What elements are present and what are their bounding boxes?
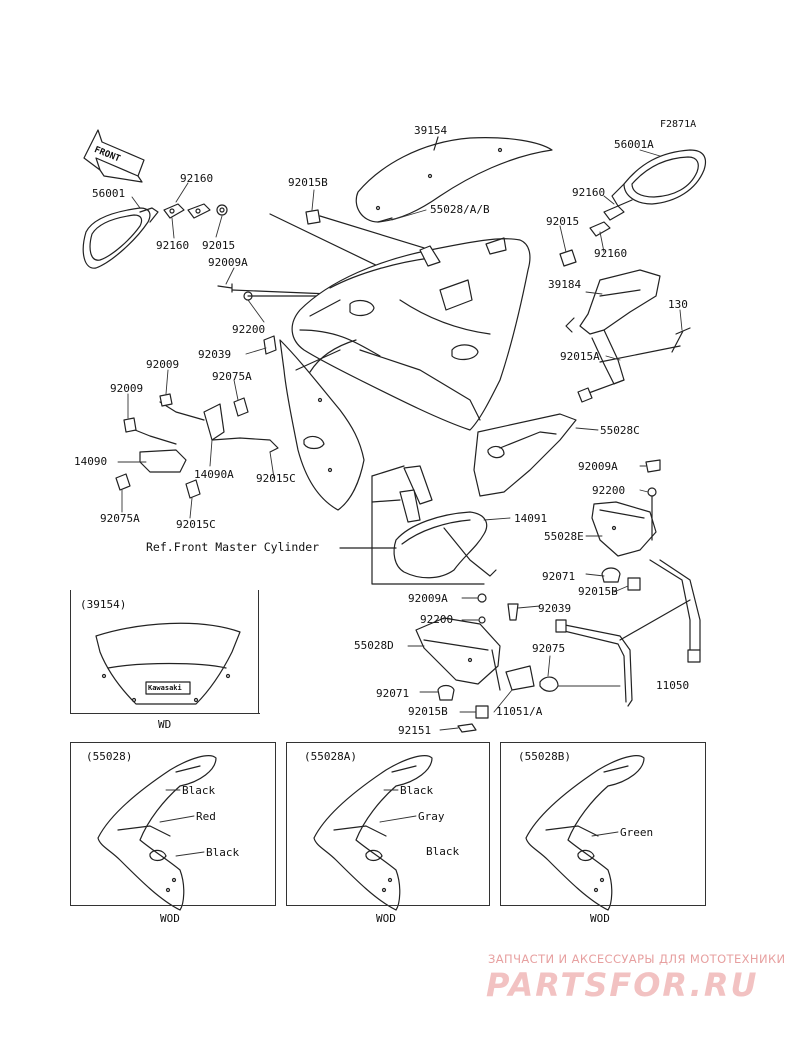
windshield-inset-title: (39154) <box>80 598 127 611</box>
cowl-inset-3 <box>500 742 706 906</box>
label-92015b-3: 92015B <box>408 705 448 718</box>
label-130: 130 <box>668 298 688 311</box>
label-39154: 39154 <box>414 124 448 137</box>
inner-fairing-14091 <box>393 465 497 579</box>
label-14090: 14090 <box>74 455 108 468</box>
label-92009-b: 92009 <box>146 358 180 371</box>
label-92200-b: 92200 <box>592 484 626 497</box>
label-92160-a: 92160 <box>180 172 214 185</box>
front-arrow-icon <box>83 129 145 183</box>
label-92009a-2: 92009A <box>578 460 618 473</box>
cowl-inset-2-color-3: Black <box>426 845 460 858</box>
label-92071-a: 92071 <box>542 570 576 583</box>
label-ref-front-master-cylinder[interactable]: Ref.Front Master Cylinder <box>146 540 320 554</box>
label-92015c-1: 92015C <box>256 472 296 485</box>
cowl-inset-3-color-1: Green <box>620 826 654 839</box>
inner-cover-55028c <box>473 413 577 497</box>
front-stay-11050 <box>555 559 701 707</box>
label-92015-d: 92015 <box>546 215 580 228</box>
windshield-inset-drawing <box>95 622 241 705</box>
label-92075a-1: 92075A <box>212 370 252 383</box>
label-56001a: 56001A <box>614 138 654 151</box>
label-55028d: 55028D <box>354 639 394 652</box>
label-56001: 56001 <box>92 187 126 200</box>
windshield-inset-caption: WD <box>158 718 172 731</box>
label-14091: 14091 <box>514 512 548 525</box>
label-92075: 92075 <box>532 642 566 655</box>
cowl-inset-1 <box>70 742 276 906</box>
label-92015a-2: 92015A <box>560 350 600 363</box>
right-mirror <box>611 149 707 207</box>
watermark-tagline: ЗАПЧАСТИ И АКСЕССУАРЫ ДЛЯ МОТОТЕХНИКИ <box>488 952 786 966</box>
label-55028c: 55028C <box>600 424 640 437</box>
label-92160-d: 92160 <box>594 247 628 260</box>
windshield-inset <box>70 590 260 714</box>
cowl-stay <box>565 269 661 395</box>
cowl-inset-1-color-2: Red <box>196 810 216 823</box>
label-11050: 11050 <box>656 679 690 692</box>
label-92015b-2: 92015B <box>578 585 618 598</box>
label-92015c-2: 92015C <box>176 518 216 531</box>
label-14090a: 14090A <box>194 468 234 481</box>
lower-cover-55028e <box>591 501 657 557</box>
label-92009a-1: 92009A <box>208 256 248 269</box>
left-mirror <box>82 207 159 269</box>
cowl-inset-1-caption: WOD <box>160 912 180 925</box>
label-92075a-2: 92075A <box>100 512 140 525</box>
cowl-inset-drawing-3 <box>525 755 645 911</box>
cowl-inset-3-title: (55028B) <box>518 750 571 763</box>
label-92200-a: 92200 <box>232 323 266 336</box>
cowl-inset-2 <box>286 742 490 906</box>
label-92071-b: 92071 <box>376 687 410 700</box>
label-92039-b: 92039 <box>538 602 572 615</box>
windshield <box>355 136 553 223</box>
label-92160-b: 92160 <box>156 239 190 252</box>
cowl-inset-2-title: (55028A) <box>304 750 357 763</box>
watermark-logo[interactable]: PARTSFOR.RU <box>486 966 759 1004</box>
label-92009a-3: 92009A <box>408 592 448 605</box>
side-cowl-left <box>279 339 365 511</box>
label-39184: 39184 <box>548 278 582 291</box>
cowl-inset-1-color-1: Black <box>182 784 216 797</box>
label-55028-a-b: 55028/A/B <box>430 203 490 216</box>
label-92151: 92151 <box>398 724 432 737</box>
label-92015-a: 92015 <box>202 239 236 252</box>
cowl-inset-drawing-2 <box>313 755 433 911</box>
label-11051-a: 11051/A <box>496 705 543 718</box>
kawasaki-badge: Kawasaki <box>148 684 182 692</box>
bracket-left <box>115 393 279 499</box>
label-92009-c: 92009 <box>110 382 144 395</box>
label-92200-c: 92200 <box>420 613 454 626</box>
cowl-inset-2-color-1: Black <box>400 784 434 797</box>
upper-cowl <box>291 237 531 431</box>
cowl-inset-drawing-1 <box>97 755 217 911</box>
cowl-inset-1-color-3: Black <box>206 846 240 859</box>
cowl-inset-1-title: (55028) <box>86 750 133 763</box>
label-92160-c: 92160 <box>572 186 606 199</box>
label-92015b-top: 92015B <box>288 176 328 189</box>
cowl-inset-2-caption: WOD <box>376 912 396 925</box>
label-92039-a: 92039 <box>198 348 232 361</box>
label-55028e: 55028E <box>544 530 584 543</box>
windshield-inset-right-edge <box>258 590 259 714</box>
lower-cover-55028d <box>415 617 501 685</box>
figure-code: F2871A <box>660 119 697 130</box>
cowl-inset-2-color-2: Gray <box>418 810 445 823</box>
cowl-inset-3-caption: WOD <box>590 912 610 925</box>
